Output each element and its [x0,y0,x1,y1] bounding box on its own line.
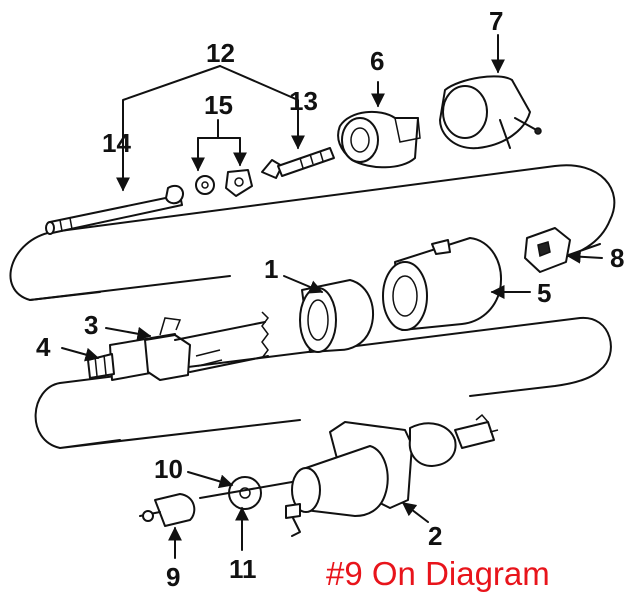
callout-5: 5 [537,278,551,308]
bearing-part [299,279,375,353]
upper-shaft-part [45,194,183,235]
callout-4: 4 [36,332,51,362]
callout-14: 14 [102,128,131,158]
lower-bracket-part [285,413,499,537]
callout-leaders [61,34,603,559]
callout-labels: 12 13 14 15 6 7 8 5 1 3 4 10 11 9 2 [36,6,624,592]
callout-10: 10 [154,454,183,484]
lock-cylinder-part [524,227,571,273]
callout-8: 8 [610,243,624,273]
callout-7: 7 [489,6,503,36]
callout-13: 13 [289,86,318,116]
upper-band-outline [9,164,616,301]
callout-9: 9 [166,562,180,592]
upper-housing-part [337,110,421,169]
callout-6: 6 [370,46,384,76]
callout-3: 3 [84,310,98,340]
upper-band-bottom [29,275,231,301]
lower-shaft-assembly [87,311,269,381]
callout-1: 1 [264,254,278,284]
yoke-shaft-part [261,147,335,179]
intermediate-shaft-assembly [139,476,293,527]
callout-2: 2 [428,521,442,551]
universal-joint-pieces [165,169,253,205]
upper-cover-part [439,75,542,150]
sleeve-part [382,237,502,331]
callout-11: 11 [229,554,257,584]
diagram-caption: #9 On Diagram [326,555,550,592]
lower-band-outline [34,316,612,449]
callout-12: 12 [206,38,235,68]
callout-15: 15 [204,90,233,120]
